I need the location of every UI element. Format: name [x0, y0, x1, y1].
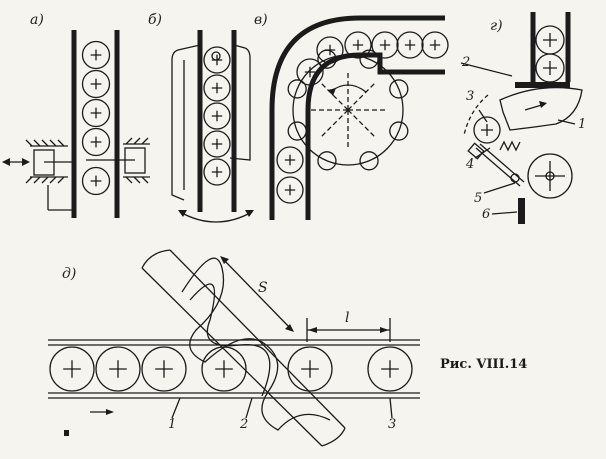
panel-d-balls [49, 346, 413, 392]
ball [203, 74, 231, 102]
drive-wheel [527, 153, 573, 199]
g-num-1: 1 [578, 117, 586, 132]
ball-3 [473, 116, 501, 144]
ball [81, 40, 111, 70]
notch [389, 121, 409, 141]
spoke [347, 81, 377, 111]
ball [276, 146, 304, 174]
notch [359, 49, 379, 69]
notch [317, 49, 337, 69]
ball [81, 98, 111, 128]
label-a: а) [30, 12, 44, 28]
ball [81, 127, 111, 157]
star-wheel-spokes [287, 49, 409, 171]
panel-b-balls [203, 46, 231, 186]
fork-arm-left [171, 44, 201, 201]
panel-v [269, 15, 449, 220]
ball [276, 176, 304, 204]
fork-arm-right [229, 44, 251, 161]
ball [201, 346, 247, 392]
ball [287, 346, 333, 392]
pusher-4 [475, 147, 521, 187]
stop-6 [518, 198, 525, 224]
panel-a-balls [81, 40, 111, 196]
ball [81, 166, 111, 196]
notch [317, 151, 337, 171]
star-wheel [292, 54, 404, 166]
panel-b [171, 30, 254, 223]
ball [367, 346, 413, 392]
ball [344, 31, 372, 59]
g-num-5: 5 [474, 191, 482, 206]
spoke [319, 109, 349, 139]
ball [49, 346, 95, 392]
label-g: г) [490, 18, 503, 34]
label-v: в) [254, 12, 268, 28]
ball [421, 31, 449, 59]
panel-v-balls [276, 31, 449, 204]
spring [499, 140, 521, 152]
screw-flight [181, 257, 331, 431]
panel-g [460, 12, 583, 224]
swing-arrow [179, 211, 253, 223]
notch [287, 121, 307, 141]
g-num-6: 6 [482, 207, 490, 222]
ball [95, 346, 141, 392]
label-b: б) [148, 12, 162, 28]
spoke [347, 109, 377, 139]
d-num-1: 1 [168, 417, 176, 432]
dim-s-label: S [258, 280, 268, 296]
g-num-3: 3 [466, 89, 474, 104]
dim-l-label: l [345, 310, 349, 326]
ball [141, 346, 187, 392]
label-d: д) [62, 266, 76, 282]
ball [81, 69, 111, 99]
pivot [211, 51, 221, 61]
panel-a [2, 30, 150, 218]
spoke [319, 81, 349, 111]
d-num-2: 2 [239, 417, 248, 432]
notch [287, 79, 307, 99]
ball [371, 31, 399, 59]
figure-caption: Рис. VIII.14 [440, 357, 527, 372]
ball [203, 130, 231, 158]
g-num-2: 2 [461, 55, 470, 70]
cam-lever [499, 86, 583, 131]
notch [359, 151, 379, 171]
dim-s-line [221, 257, 293, 331]
ball [396, 31, 424, 59]
ball [203, 102, 231, 130]
d-num-3: 3 [388, 417, 396, 432]
g-num-4: 4 [465, 157, 474, 172]
notch [389, 79, 409, 99]
ball [203, 158, 231, 186]
panel-d [48, 249, 420, 447]
ball [296, 58, 324, 86]
